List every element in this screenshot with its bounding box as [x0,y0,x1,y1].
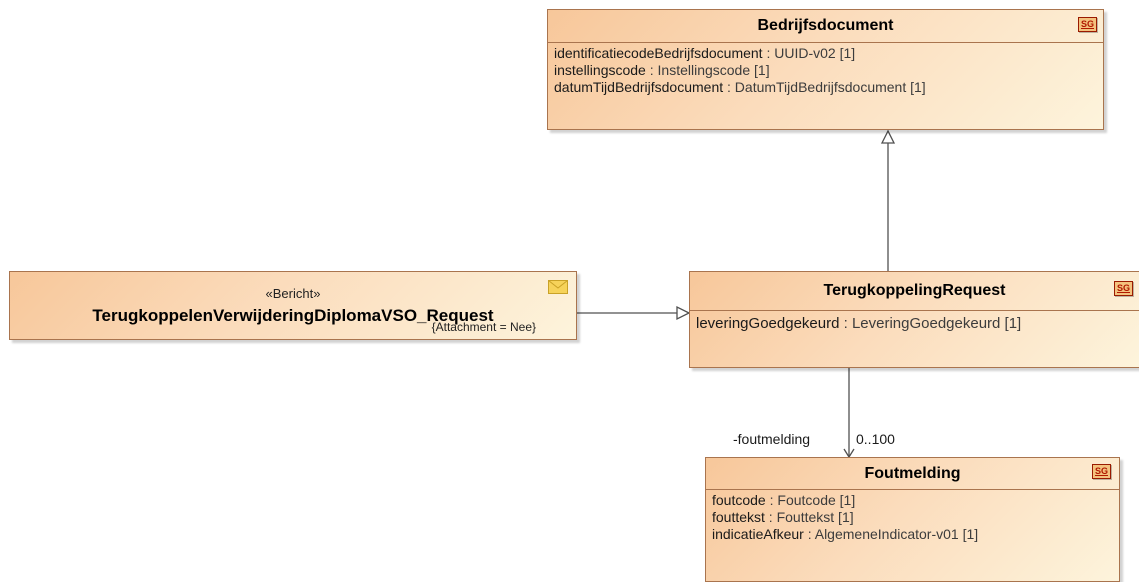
class-name: TerugkoppelenVerwijderingDiplomaVSO_Requ… [92,306,494,325]
class-header: Foutmelding SG [706,458,1119,489]
generalization-arrowhead-bedrijfsdocument [880,129,896,144]
sg-badge-icon: SG [1114,281,1133,296]
class-foutmelding[interactable]: Foutmelding SG foutcode : Foutcode [1] f… [705,457,1120,582]
sg-badge-icon: SG [1092,464,1111,479]
attribute-compartment: identificatiecodeBedrijfsdocument : UUID… [548,43,1103,98]
compartment-divider [690,310,1139,311]
attribute[interactable]: leveringGoedgekeurd : LeveringGoedgekeur… [696,315,1133,332]
attribute[interactable]: instellingscode : Instellingscode [1] [554,62,1097,79]
class-name: Foutmelding [864,465,961,482]
class-header: Bedrijfsdocument SG [548,10,1103,42]
attribute-type: : DatumTijdBedrijfsdocument [1] [723,79,926,95]
class-header: TerugkoppelingRequest SG [690,272,1139,310]
attribute-name: fouttekst [712,509,765,525]
attribute[interactable]: fouttekst : Fouttekst [1] [712,509,1113,526]
stereotype-label: «Bericht» [265,286,321,301]
attribute-name: indicatieAfkeur [712,526,804,542]
tagged-value: {Attachment = Nee} [431,320,536,334]
compartment-divider [548,42,1103,43]
generalization-arrowhead-terugkoppeling [676,305,691,321]
envelope-icon [548,280,568,294]
attribute-name: instellingscode [554,62,646,78]
association-multiplicity-label: 0..100 [856,431,895,447]
compartment-divider [706,489,1119,490]
attribute-compartment: leveringGoedgekeurd : LeveringGoedgekeur… [690,311,1139,334]
attribute-type: : Fouttekst [1] [764,509,854,525]
attribute-name: identificatiecodeBedrijfsdocument [554,45,763,61]
attribute-type: : Instellingscode [1] [645,62,770,78]
association-role-label: -foutmelding [733,431,811,447]
attribute-name: foutcode [712,492,766,508]
class-name: TerugkoppelingRequest [823,282,1006,299]
sg-badge-icon: SG [1078,17,1097,32]
attribute-type: : UUID-v02 [1] [762,45,856,61]
class-terugkoppeling-request[interactable]: TerugkoppelingRequest SG leveringGoedgek… [689,271,1139,368]
attribute-name: datumTijdBedrijfsdocument [554,79,724,95]
attribute[interactable]: indicatieAfkeur : AlgemeneIndicator-v01 … [712,526,1113,543]
attribute-compartment: foutcode : Foutcode [1] fouttekst : Fout… [706,490,1119,545]
attribute[interactable]: foutcode : Foutcode [1] [712,492,1113,509]
attribute[interactable]: datumTijdBedrijfsdocument : DatumTijdBed… [554,79,1097,96]
attribute-type: : LeveringGoedgekeurd [1] [839,315,1022,332]
attribute[interactable]: identificatiecodeBedrijfsdocument : UUID… [554,45,1097,62]
class-name: Bedrijfsdocument [757,17,894,34]
class-bericht-request[interactable]: «Bericht» TerugkoppelenVerwijderingDiplo… [9,271,577,340]
attribute-type: : Foutcode [1] [765,492,856,508]
class-bedrijfsdocument[interactable]: Bedrijfsdocument SG identificatiecodeBed… [547,9,1104,130]
attribute-name: leveringGoedgekeurd [696,315,840,332]
attribute-type: : AlgemeneIndicator-v01 [1] [803,526,979,542]
